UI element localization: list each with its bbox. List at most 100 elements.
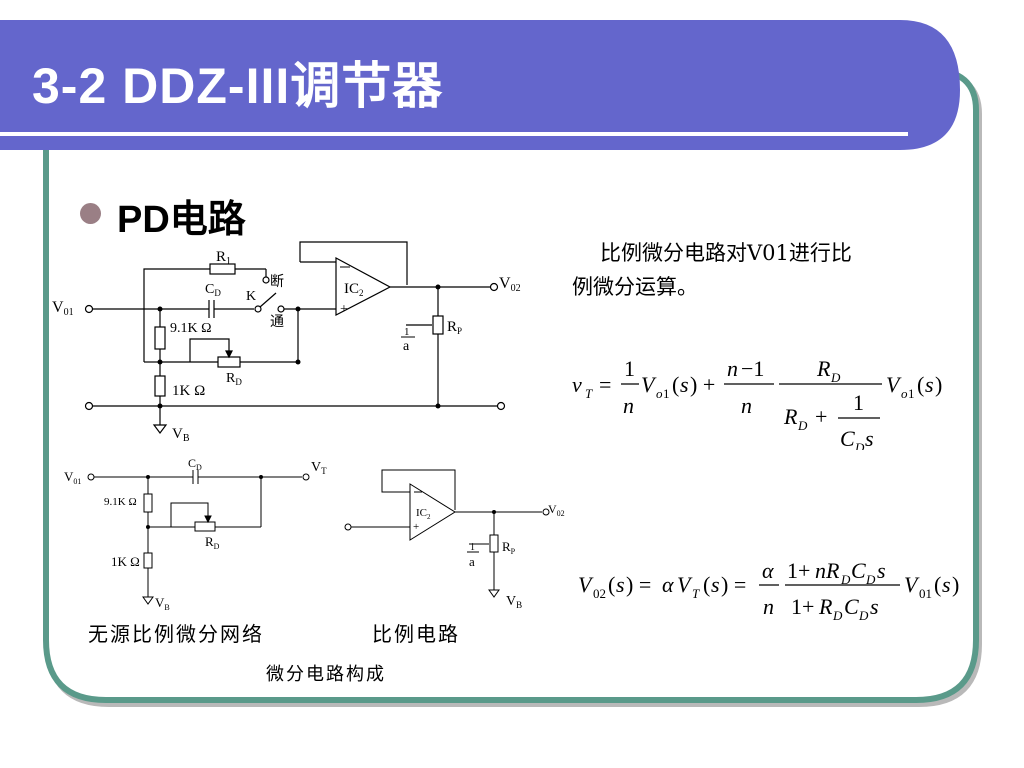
svg-text:) +: ) + bbox=[690, 372, 715, 397]
r1-label: R1 bbox=[216, 249, 231, 267]
svg-text:+: + bbox=[815, 404, 827, 429]
svg-text:02: 02 bbox=[593, 586, 606, 601]
title-bar bbox=[0, 0, 960, 150]
proportional-circuit-diagram: + V02 IC2 RP 1 a VB bbox=[344, 469, 565, 610]
slide-title: 3-2 DDZ-III调节器 bbox=[32, 58, 444, 114]
cd-label: CD bbox=[205, 282, 221, 298]
resistor-1k-label: 1K Ω bbox=[172, 383, 205, 399]
svg-text:1+: 1+ bbox=[791, 594, 814, 619]
svg-text:D: D bbox=[865, 572, 876, 587]
pd-circuit-diagram: + R1 CD K 断 通 9.1K Ω RD 1K Ω VB V01 V02 … bbox=[52, 241, 521, 444]
left-v01-label: V01 bbox=[64, 469, 81, 486]
svg-text:(: ( bbox=[934, 572, 941, 597]
svg-text:C: C bbox=[851, 558, 866, 583]
svg-text:D: D bbox=[840, 572, 851, 587]
svg-text:) =: ) = bbox=[626, 572, 651, 597]
svg-text:−1: −1 bbox=[741, 356, 764, 381]
right-op-amp-plus: + bbox=[413, 521, 419, 533]
formula-vt: v T = 1 n V o 1 ( s ) + n −1 n R D R D +… bbox=[572, 356, 942, 450]
svg-text:): ) bbox=[935, 372, 942, 397]
svg-text:n: n bbox=[623, 393, 634, 418]
svg-text:1: 1 bbox=[853, 390, 864, 415]
left-cd-label: CD bbox=[188, 456, 202, 472]
svg-text:R: R bbox=[783, 404, 798, 429]
rd-label: RD bbox=[226, 371, 242, 387]
right-v02-label: V02 bbox=[548, 502, 565, 518]
fraction-numerator: 1 bbox=[404, 326, 410, 338]
switch-k-label: K bbox=[246, 289, 256, 304]
svg-text:α: α bbox=[662, 572, 674, 597]
svg-text:V: V bbox=[578, 572, 594, 597]
svg-text:1: 1 bbox=[624, 356, 635, 381]
caption-proportional-circuit: 比例电路 bbox=[372, 622, 460, 646]
svg-text:s: s bbox=[865, 426, 874, 450]
svg-text:s: s bbox=[870, 594, 879, 619]
passive-network-diagram: V01 CD VT 9.1K Ω RD 1K Ω VB bbox=[64, 456, 327, 612]
svg-text:D: D bbox=[797, 418, 808, 433]
svg-text:R: R bbox=[816, 356, 831, 381]
svg-text:s: s bbox=[711, 572, 720, 597]
svg-text:) =: ) = bbox=[721, 572, 746, 597]
v02-label: V02 bbox=[499, 275, 521, 294]
frame-border bbox=[43, 67, 979, 703]
svg-text:1+: 1+ bbox=[787, 558, 810, 583]
svg-text:(: ( bbox=[917, 372, 924, 397]
svg-text:V: V bbox=[677, 572, 693, 597]
svg-text:o: o bbox=[901, 386, 908, 401]
rp-label: RP bbox=[447, 319, 462, 336]
svg-text:C: C bbox=[840, 426, 855, 450]
title-underline bbox=[0, 132, 908, 136]
left-rd-label: RD bbox=[205, 534, 220, 551]
svg-text:1: 1 bbox=[908, 386, 915, 401]
svg-text:01: 01 bbox=[919, 586, 932, 601]
svg-text:α: α bbox=[762, 558, 774, 583]
description-line-2: 例微分运算。 bbox=[572, 275, 698, 299]
svg-text:D: D bbox=[854, 440, 865, 450]
left-resistor-1k-label: 1K Ω bbox=[111, 554, 140, 569]
switch-closed-label: 通 bbox=[270, 314, 284, 330]
right-fraction-denominator: a bbox=[469, 554, 475, 569]
svg-text:): ) bbox=[952, 572, 959, 597]
caption-composition: 微分电路构成 bbox=[266, 664, 386, 685]
svg-text:s: s bbox=[877, 558, 886, 583]
left-vt-label: VT bbox=[311, 460, 327, 476]
svg-text:D: D bbox=[832, 608, 843, 623]
svg-text:D: D bbox=[830, 370, 841, 385]
svg-text:(: ( bbox=[672, 372, 679, 397]
description: 比例微分电路对V01进行比 例微分运算。 bbox=[572, 236, 932, 304]
vb-label: VB bbox=[172, 426, 190, 444]
switch-open-label: 断 bbox=[270, 274, 284, 290]
svg-text:=: = bbox=[599, 372, 611, 397]
left-resistor-9-1k-label: 9.1K Ω bbox=[104, 496, 137, 508]
svg-text:s: s bbox=[616, 572, 625, 597]
svg-text:v: v bbox=[572, 372, 582, 397]
resistor-9-1k-label: 9.1K Ω bbox=[170, 321, 212, 336]
svg-text:V: V bbox=[641, 372, 657, 397]
right-vb-label: VB bbox=[506, 594, 522, 610]
right-ic2-label: IC2 bbox=[416, 507, 431, 521]
fraction-denominator: a bbox=[403, 339, 410, 354]
svg-text:R: R bbox=[818, 594, 833, 619]
svg-text:nR: nR bbox=[815, 558, 840, 583]
right-fraction-numerator: 1 bbox=[470, 542, 475, 553]
svg-text:C: C bbox=[844, 594, 859, 619]
svg-text:o: o bbox=[656, 386, 663, 401]
svg-text:n: n bbox=[741, 393, 752, 418]
caption-passive-network: 无源比例微分网络 bbox=[88, 622, 264, 646]
formula-v02: V 02 ( s ) = α V T ( s ) = α n 1+ nR D C… bbox=[578, 558, 959, 623]
svg-text:(: ( bbox=[703, 572, 710, 597]
svg-text:V: V bbox=[904, 572, 920, 597]
bullet-dot-icon bbox=[80, 203, 101, 224]
svg-text:1: 1 bbox=[663, 386, 670, 401]
description-line-1: 比例微分电路对V01进行比 bbox=[600, 241, 852, 265]
left-vb-label: VB bbox=[155, 595, 170, 612]
right-rp-label: RP bbox=[502, 539, 516, 556]
svg-text:V: V bbox=[886, 372, 902, 397]
svg-text:s: s bbox=[680, 372, 689, 397]
v01-label: V01 bbox=[52, 299, 74, 318]
svg-text:T: T bbox=[585, 386, 593, 401]
svg-text:s: s bbox=[925, 372, 934, 397]
svg-text:T: T bbox=[692, 586, 700, 601]
svg-text:(: ( bbox=[608, 572, 615, 597]
